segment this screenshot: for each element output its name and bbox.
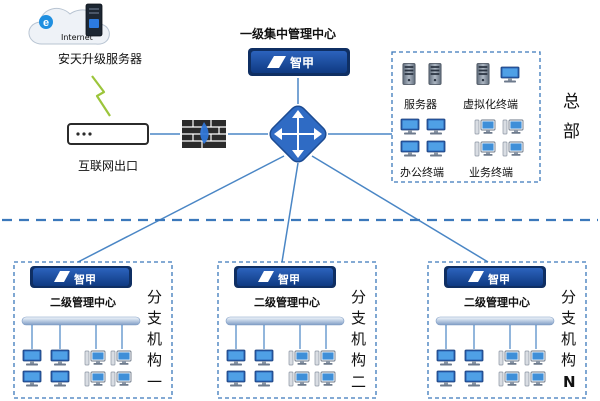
appliance-icon: 智甲 [444,266,546,288]
branch-side-label-char: 支 [561,309,576,327]
branch-side-label-char: 构 [147,351,162,369]
primary-management-center: 一级集中管理中心 智甲 [240,26,350,76]
appliance-icon: 智甲 [248,48,350,76]
firewall-icon [182,120,226,148]
branch-boundary [13,261,173,399]
secondary-center-label: 二级管理中心 [50,295,116,309]
primary-center-brand: 智甲 [289,55,314,70]
internet-explorer-icon: e [39,15,53,29]
internet-label: Internet [61,33,93,42]
link-switch-branch-2 [281,162,299,263]
hq-label-1: 总 [563,92,580,112]
office-terminal-icons [226,349,274,387]
office-terminal-icons [400,118,446,157]
branch-side-label-char: 支 [147,309,162,327]
link-switch-branch-n [311,155,489,263]
branch-brand: 智甲 [278,272,300,286]
appliance-icon: 智甲 [234,266,336,288]
hq-office-terminals-label: 办公终端 [400,165,444,179]
branch-side-label-char: 二 [351,373,366,391]
server-icons [402,63,442,85]
wireless-link-icon [91,75,111,117]
lan-bus [435,316,555,326]
branch-office-1: 智甲 二级管理中心 分 支 机 构 一 [13,261,173,399]
internet-cloud: e Internet 安天升级服务器 [28,3,142,66]
branch-side-label-char: 构 [351,351,366,369]
lan-bus [225,316,345,326]
business-terminal-icons [84,350,132,387]
internet-gateway: 互联网出口 [67,123,149,173]
branch-side-label-char: 机 [147,330,162,348]
gateway-caption: 互联网出口 [78,159,138,173]
svg-text:e: e [43,17,49,29]
branch-side-label-char: 分 [147,288,162,306]
hq-virtual-terminals-label: 虚拟化终端 [463,97,518,111]
office-terminal-icons [22,349,70,387]
business-terminal-icons [288,350,336,387]
branch-side-label-char: N [563,373,576,391]
core-switch-icon [269,105,327,163]
business-terminal-icons [474,119,524,157]
branch-side-label-char: 一 [147,373,162,391]
branch-side-label-char: 分 [561,288,576,306]
branch-side-label-char: 机 [351,330,366,348]
branch-side-label-char: 构 [561,351,576,369]
hq-label-2: 部 [563,122,580,142]
branch-side-label-char: 支 [351,309,366,327]
link-switch-branch-1 [77,155,285,263]
hq-device-group: 服务器 虚拟化终端 办公终端 业务终端 [391,51,541,183]
branch-side-label-char: 机 [561,330,576,348]
branch-side-label-char: 分 [351,288,366,306]
secondary-center-label: 二级管理中心 [464,295,530,309]
branch-boundary [217,261,377,399]
primary-center-title: 一级集中管理中心 [240,26,336,41]
office-terminal-icons [436,349,484,387]
virtual-terminal-icons [476,63,520,85]
upgrade-server-caption: 安天升级服务器 [58,51,142,66]
branch-office-2: 智甲 二级管理中心 分 支 机 构 二 [217,261,377,399]
branch-brand: 智甲 [74,272,96,286]
connection-lines [77,78,489,263]
branch-brand: 智甲 [488,272,510,286]
business-terminal-icons [498,350,546,387]
router-icon [67,123,149,145]
hq-business-terminals-label: 业务终端 [469,165,513,179]
secondary-center-label: 二级管理中心 [254,295,320,309]
appliance-icon: 智甲 [30,266,132,288]
branch-boundary [427,261,587,399]
hq-servers-label: 服务器 [404,98,437,111]
branch-office-n: 智甲 二级管理中心 分 支 机 构 N [427,261,587,399]
lan-bus [21,316,141,326]
